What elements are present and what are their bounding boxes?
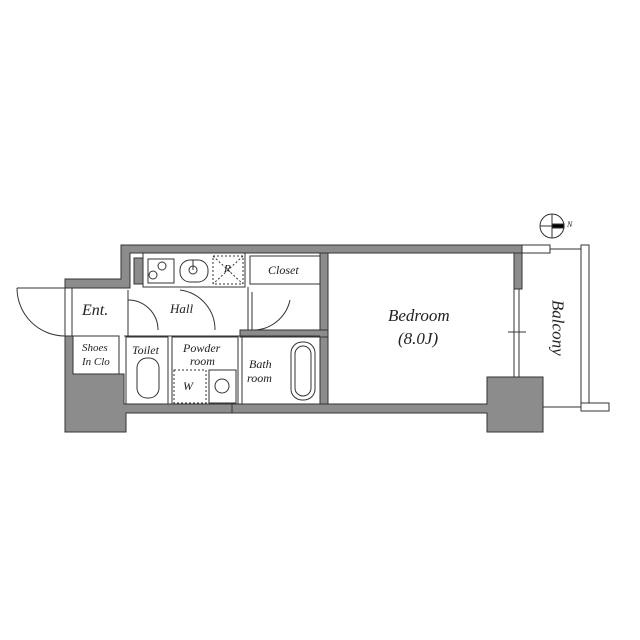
wall-bottom <box>231 376 544 433</box>
label-washer: W <box>183 379 193 393</box>
label-entrance: Ent. <box>82 302 109 319</box>
label-shoes-2: In Clo <box>82 356 110 368</box>
label-powder-2: room <box>190 354 215 368</box>
wall-right <box>513 252 523 290</box>
compass-north-label: N <box>567 220 573 229</box>
label-hall: Hall <box>170 301 194 316</box>
label-closet: Closet <box>268 263 299 277</box>
label-fridge: R <box>224 263 231 275</box>
label-balcony: Balcony <box>548 299 568 356</box>
label-bedroom-size: (8.0J) <box>398 329 439 348</box>
label-toilet: Toilet <box>132 343 159 357</box>
label-powder-1: Powder <box>183 341 221 355</box>
label-bedroom: Bedroom <box>388 306 450 325</box>
label-shoes-1: Shoes <box>82 342 108 354</box>
label-bath-2: room <box>247 371 272 385</box>
label-bath-1: Bath <box>249 357 272 371</box>
